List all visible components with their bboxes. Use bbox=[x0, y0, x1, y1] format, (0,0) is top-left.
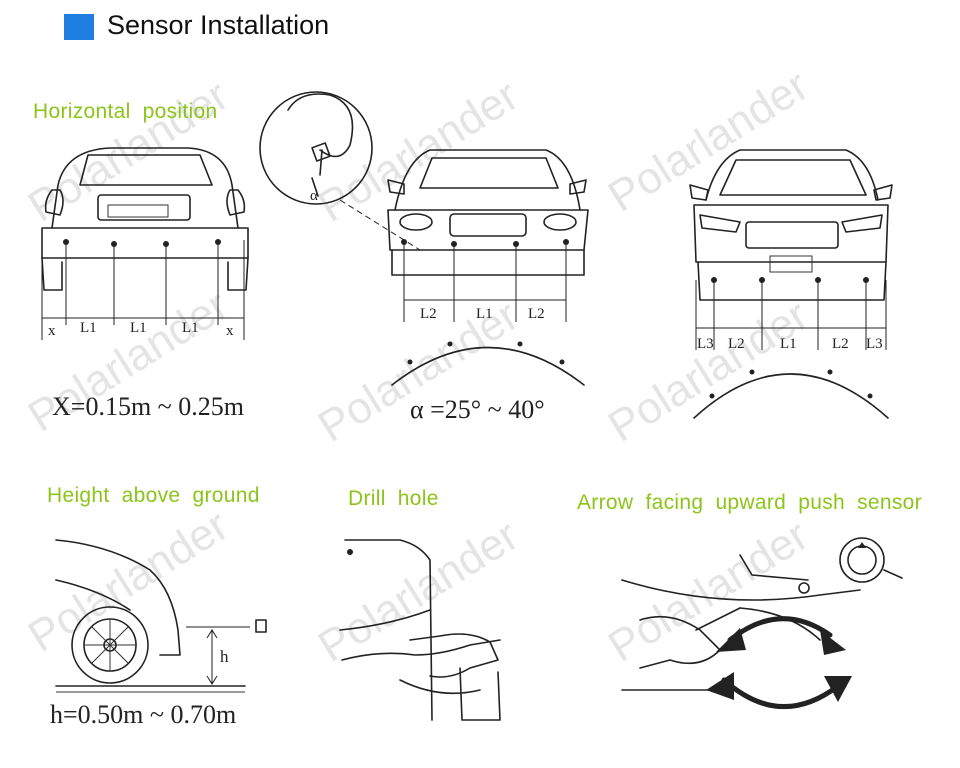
dim-label-l1: L1 bbox=[130, 320, 147, 336]
car-front-view bbox=[387, 149, 589, 386]
sensor-angle-zoom bbox=[259, 91, 421, 251]
drill-hole-label: Drill hole bbox=[348, 487, 439, 510]
car-rear-view bbox=[41, 147, 249, 340]
x-range-formula: X=0.15m ~ 0.25m bbox=[52, 392, 244, 421]
drill-hole-diagram bbox=[339, 539, 501, 721]
dim-label-l2: L2 bbox=[728, 336, 745, 352]
dim-label-l1: L1 bbox=[780, 336, 797, 352]
car-suv-front-view bbox=[689, 149, 893, 419]
arrow-push-label: Arrow facing upward push sensor bbox=[577, 491, 922, 514]
alpha-symbol: α bbox=[310, 188, 318, 204]
dim-label-l3: L3 bbox=[866, 336, 883, 352]
horizontal-position-label: Horizontal position bbox=[33, 100, 218, 123]
title-square-icon bbox=[64, 14, 94, 40]
alpha-range-formula: α =25° ~ 40° bbox=[410, 395, 545, 424]
dim-label-x-right: x bbox=[226, 323, 234, 339]
dim-label-x-left: x bbox=[48, 323, 56, 339]
dim-label-l3: L3 bbox=[697, 336, 714, 352]
dim-label-l1: L1 bbox=[80, 320, 97, 336]
dim-label-l1: L1 bbox=[182, 320, 199, 336]
dim-label-l2: L2 bbox=[420, 306, 437, 322]
arrow-push-diagram bbox=[621, 537, 903, 709]
dim-label-l2: L2 bbox=[528, 306, 545, 322]
height-diagram bbox=[55, 539, 267, 693]
h-range-formula: h=0.50m ~ 0.70m bbox=[50, 700, 237, 729]
h-symbol: h bbox=[220, 647, 229, 666]
page-title: Sensor Installation bbox=[107, 10, 330, 40]
dim-label-l2: L2 bbox=[832, 336, 849, 352]
dim-label-l1: L1 bbox=[476, 306, 493, 322]
height-label: Height above ground bbox=[47, 484, 260, 507]
